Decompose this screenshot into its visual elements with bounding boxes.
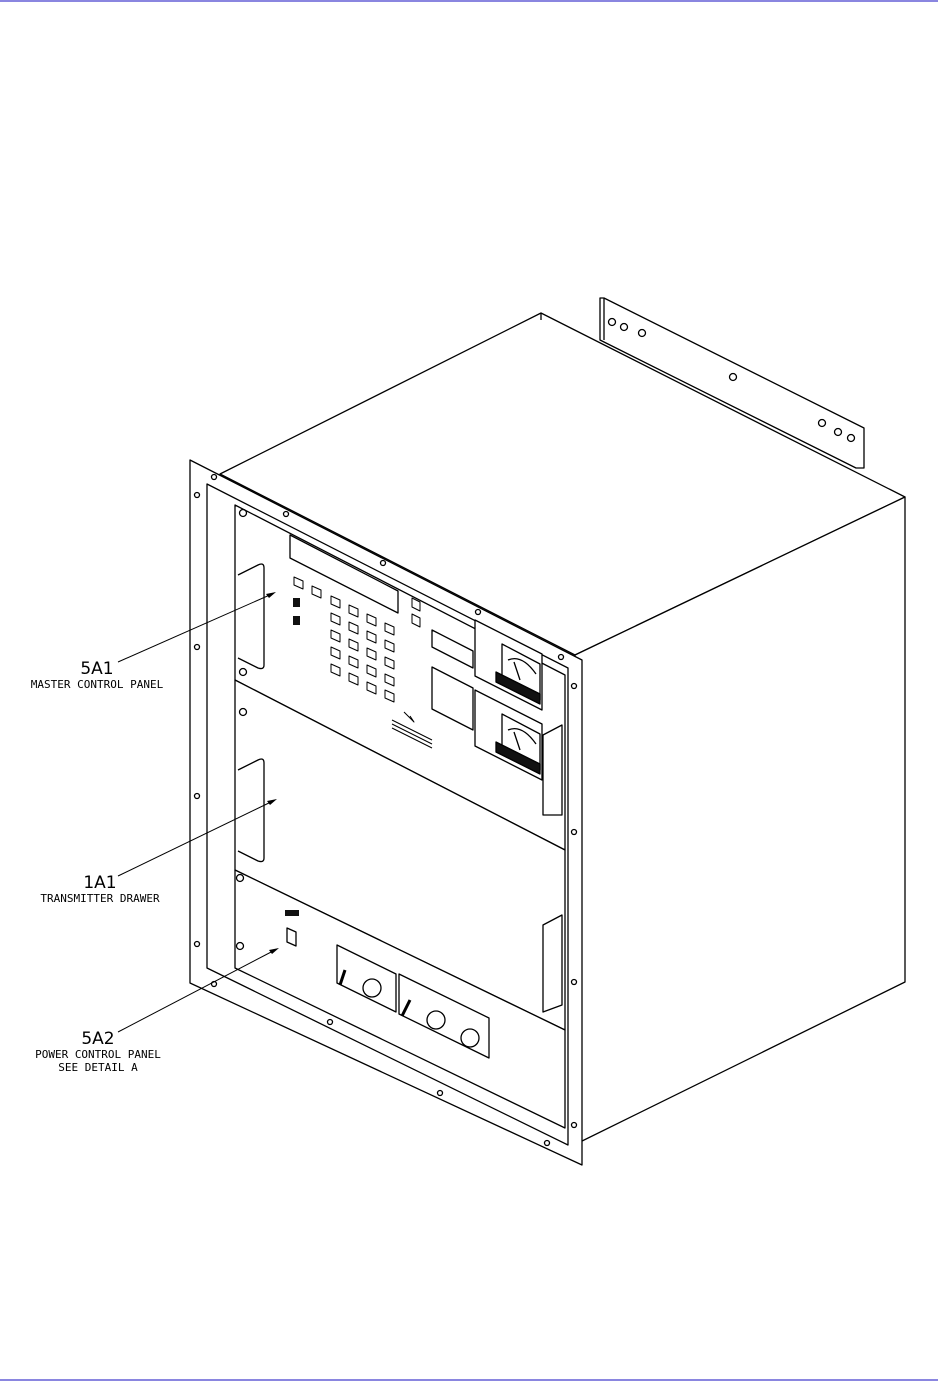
handle-upper-right: [543, 725, 562, 815]
callout-master-control-panel: 5A1 MASTER CONTROL PANEL: [12, 660, 182, 691]
power-connector: [287, 928, 296, 946]
callout-code: 5A2: [12, 1030, 184, 1048]
callout-label: MASTER CONTROL PANEL: [12, 678, 182, 691]
callout-power-control-panel: 5A2 POWER CONTROL PANEL SEE DETAIL A: [12, 1030, 184, 1074]
callout-label: POWER CONTROL PANEL: [12, 1048, 184, 1061]
callout-code: 5A1: [12, 660, 182, 678]
callout-label: TRANSMITTER DRAWER: [20, 892, 180, 905]
callout-code: 1A1: [20, 874, 180, 892]
callout-sublabel: SEE DETAIL A: [12, 1061, 184, 1074]
handle-lower-right: [543, 915, 562, 1012]
callout-transmitter-drawer: 1A1 TRANSMITTER DRAWER: [20, 874, 180, 905]
